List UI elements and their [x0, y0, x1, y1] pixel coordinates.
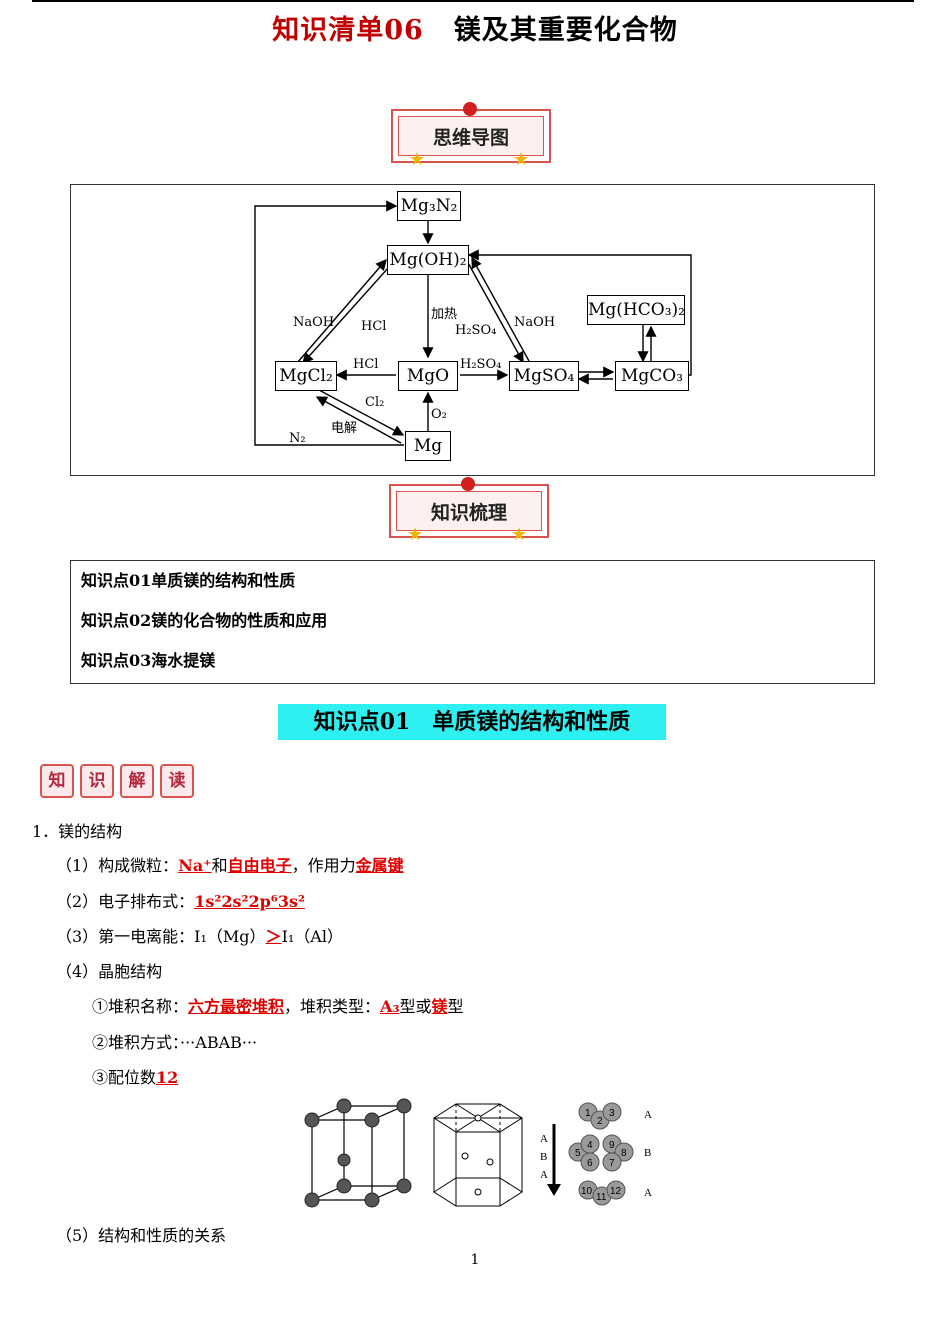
line-packing-mode: ②堆积方式：···ABAB··· — [92, 1033, 258, 1052]
knowledge-badge: 知识解读 — [40, 764, 200, 798]
badge-char: 解 — [120, 764, 154, 798]
svg-text:A: A — [540, 1169, 548, 1181]
answer: 1s²2s²2p⁶3s² — [194, 892, 305, 911]
svg-text:6: 6 — [587, 1158, 593, 1169]
title-black: 镁及其重要化合物 — [453, 15, 678, 46]
answer: A₃ — [380, 997, 400, 1016]
svg-text:4: 4 — [587, 1140, 593, 1151]
answer: 镁 — [431, 997, 448, 1016]
answer: ＞ — [265, 927, 282, 946]
svg-text:8: 8 — [621, 1148, 627, 1159]
answer: 12 — [156, 1068, 179, 1087]
svg-text:A: A — [644, 1187, 652, 1199]
svg-text:1: 1 — [585, 1108, 591, 1119]
knowledge-banner-label: 知识梳理 — [430, 502, 507, 524]
node-mg: Mg — [405, 431, 451, 461]
svg-text:B: B — [540, 1151, 547, 1163]
crystal-figure: A B A 1 2 3 4 5 6 7 8 9 10 11 12 A B A — [300, 1096, 670, 1216]
svg-text:12: 12 — [610, 1186, 622, 1197]
node-mg3n2: Mg₃N₂ — [397, 191, 461, 221]
label-naoh-right: NaOH — [514, 315, 556, 330]
line-packing-name: ①堆积名称：六方最密堆积，堆积类型：A₃型或镁型 — [92, 997, 464, 1016]
knowledge-banner: 知识梳理 ★ ★ — [389, 477, 549, 545]
label-heat: 加热 — [431, 307, 458, 322]
answer: Na⁺ — [178, 856, 212, 875]
line-structure-property: （5）结构和性质的关系 — [56, 1226, 227, 1245]
crystal-drawing: A B A 1 2 3 4 5 6 7 8 9 10 11 12 A B A — [304, 1098, 652, 1208]
pin-icon — [461, 477, 475, 491]
svg-text:5: 5 — [575, 1148, 581, 1159]
mind-map: Mg₃N₂ Mg(OH)₂ MgCl₂ MgO MgSO₄ Mg(HCO₃)₂ … — [70, 184, 875, 476]
title-red: 知识清单06 — [272, 15, 424, 46]
badge-char: 读 — [160, 764, 194, 798]
knowledge-point-item[interactable]: 知识点03海水提镁 — [81, 651, 216, 670]
node-mgso4: MgSO₄ — [509, 361, 579, 391]
knowledge-point-list: 知识点01单质镁的结构和性质 知识点02镁的化合物的性质和应用 知识点03海水提… — [70, 560, 875, 684]
line-coordination: ③配位数12 — [92, 1068, 179, 1087]
line-electron-config: （2）电子排布式：1s²2s²2p⁶3s² — [56, 892, 305, 911]
section-title: 知识点01 单质镁的结构和性质 — [278, 704, 666, 740]
knowledge-point-item[interactable]: 知识点01单质镁的结构和性质 — [81, 571, 296, 590]
label-naoh-left: NaOH — [293, 315, 335, 330]
line-ionization: （3）第一电离能：I₁（Mg）＞I₁（Al） — [56, 927, 343, 946]
star-icon: ★ — [409, 149, 426, 170]
mindmap-banner-label: 思维导图 — [432, 127, 509, 149]
star-icon: ★ — [407, 524, 424, 545]
line-crystal: （4）晶胞结构 — [56, 962, 163, 981]
label-h2so4-mid: H₂SO₄ — [455, 323, 497, 338]
mind-map-arrows — [254, 200, 692, 446]
node-mgo: MgO — [398, 361, 458, 391]
svg-text:11: 11 — [596, 1192, 607, 1203]
knowledge-point-item[interactable]: 知识点02镁的化合物的性质和应用 — [81, 611, 328, 630]
label-hcl-left: HCl — [361, 319, 387, 334]
label-n2: N₂ — [289, 431, 306, 446]
page-number: 1 — [470, 1252, 480, 1268]
pin-icon — [463, 102, 477, 116]
svg-text:9: 9 — [609, 1140, 615, 1151]
node-mgoh2: Mg(OH)₂ — [387, 245, 469, 275]
svg-text:10: 10 — [581, 1186, 593, 1197]
answer: 六方最密堆积 — [188, 997, 285, 1016]
star-icon: ★ — [511, 524, 528, 545]
page-title: 知识清单06 镁及其重要化合物 — [0, 8, 950, 47]
answer: 金属键 — [355, 856, 404, 875]
svg-text:A: A — [644, 1109, 652, 1121]
mindmap-banner: 思维导图 ★ ★ — [391, 102, 551, 170]
badge-char: 识 — [80, 764, 114, 798]
label-cl2: Cl₂ — [365, 395, 385, 410]
label-hcl-mid: HCl — [353, 357, 379, 372]
line-particles: （1）构成微粒：Na⁺和自由电子，作用力金属键 — [56, 856, 404, 875]
top-rule — [32, 0, 914, 2]
node-mgcl2: MgCl₂ — [275, 361, 337, 391]
answer: 自由电子 — [227, 856, 292, 875]
svg-text:2: 2 — [597, 1116, 603, 1127]
label-electrolysis: 电解 — [331, 421, 358, 436]
label-o2: O₂ — [431, 407, 447, 422]
svg-text:B: B — [644, 1147, 651, 1159]
badge-char: 知 — [40, 764, 74, 798]
svg-text:3: 3 — [609, 1108, 615, 1119]
node-mgco3: MgCO₃ — [615, 361, 689, 391]
svg-text:A: A — [540, 1133, 548, 1145]
node-mghco3: Mg(HCO₃)₂ — [587, 295, 685, 325]
label-h2so4-right: H₂SO₄ — [460, 357, 502, 372]
heading-structure: 1．镁的结构 — [32, 822, 123, 841]
star-icon: ★ — [513, 149, 530, 170]
svg-text:7: 7 — [609, 1158, 615, 1169]
